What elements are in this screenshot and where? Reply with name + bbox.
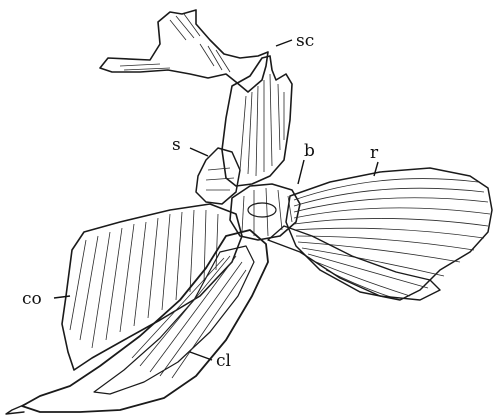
scapula-bone [222,56,292,186]
label-cl: cl [216,351,231,371]
label-s: s [172,135,181,155]
leader-b [298,160,304,184]
leader-sc [276,40,292,46]
leader-r [374,162,378,176]
leader-cl [190,352,212,360]
scapula-small-bone [196,148,240,204]
fin-rays [268,168,492,300]
leader-co [54,296,70,298]
cleithrum-bone [6,230,268,414]
label-r: r [370,143,379,163]
label-sc: sc [296,31,314,51]
leader-s [190,148,208,156]
label-co: co [22,289,42,309]
label-b: b [304,141,315,161]
